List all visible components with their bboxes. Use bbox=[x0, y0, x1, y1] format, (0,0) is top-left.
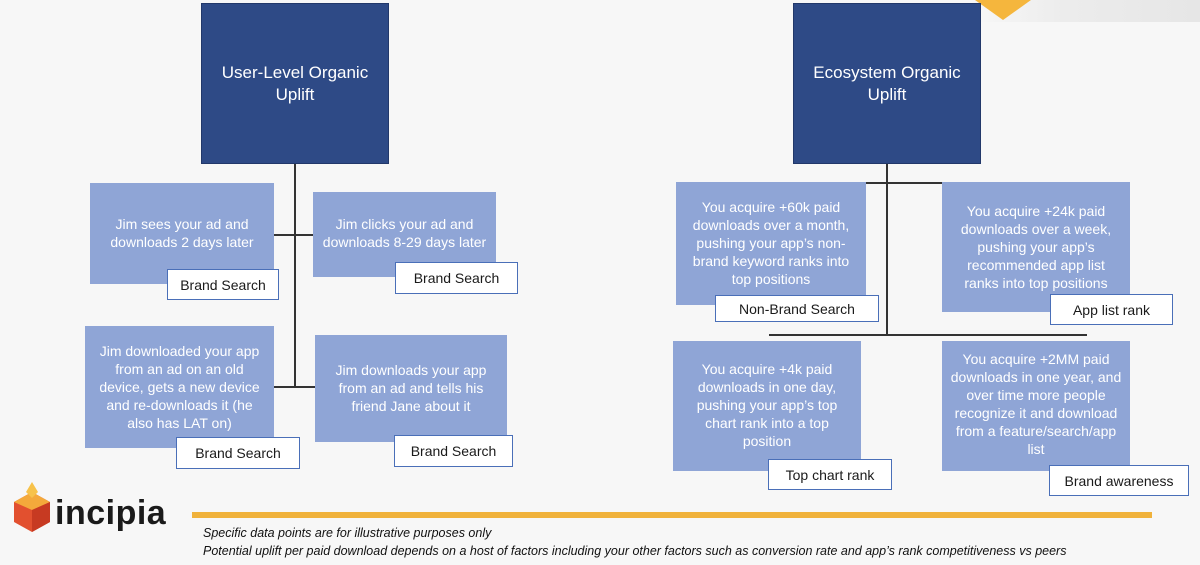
right-tag-4: Brand awareness bbox=[1049, 465, 1189, 496]
ecosystem-heading: Ecosystem Organic Uplift bbox=[793, 3, 981, 164]
incipia-wordmark: incipia bbox=[55, 494, 167, 532]
connector bbox=[294, 164, 296, 388]
right-tag-3: Top chart rank bbox=[768, 459, 892, 490]
user-level-heading: User-Level Organic Uplift bbox=[201, 3, 389, 164]
right-tag-2: App list rank bbox=[1050, 294, 1173, 325]
accent-triangle bbox=[975, 0, 1031, 20]
left-tag-4: Brand Search bbox=[394, 435, 513, 467]
left-node-3: Jim downloaded your app from an ad on an… bbox=[85, 326, 274, 448]
left-node-1: Jim sees your ad and downloads 2 days la… bbox=[90, 183, 274, 284]
footer-note-1: Specific data points are for illustrativ… bbox=[203, 526, 492, 540]
left-tag-1: Brand Search bbox=[167, 269, 279, 300]
right-node-2: You acquire +24k paid downloads over a w… bbox=[942, 182, 1130, 312]
left-tag-3: Brand Search bbox=[176, 437, 300, 469]
connector bbox=[769, 182, 1087, 184]
corner-accent bbox=[975, 0, 1200, 22]
footer-note-2: Potential uplift per paid download depen… bbox=[203, 544, 1067, 558]
left-tag-2: Brand Search bbox=[395, 262, 518, 294]
right-node-1: You acquire +60k paid downloads over a m… bbox=[676, 182, 866, 305]
connector bbox=[273, 234, 313, 236]
incipia-logo-icon bbox=[14, 482, 50, 532]
right-tag-1: Non-Brand Search bbox=[715, 295, 879, 322]
right-node-4: You acquire +2MM paid downloads in one y… bbox=[942, 341, 1130, 471]
connector bbox=[769, 334, 1087, 336]
connector bbox=[886, 164, 888, 336]
left-node-4: Jim downloads your app from an ad and te… bbox=[315, 335, 507, 442]
right-node-3: You acquire +4k paid downloads in one da… bbox=[673, 341, 861, 471]
accent-rule bbox=[192, 512, 1152, 518]
connector bbox=[273, 386, 315, 388]
